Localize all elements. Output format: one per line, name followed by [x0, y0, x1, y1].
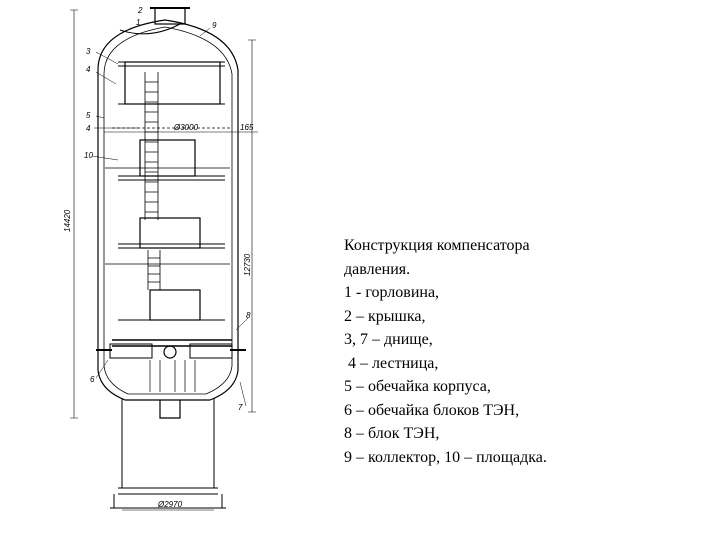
heater-blocks	[96, 343, 246, 359]
dim-wall-offset: 165	[240, 123, 254, 132]
support-skirt	[110, 398, 226, 509]
callout-4-upper: 4	[86, 65, 91, 74]
caption: Конструкция компенсатора давления. 1 - г…	[344, 234, 704, 469]
dim-vessel-height: 12730	[243, 253, 252, 276]
callout-5: 5	[86, 111, 91, 120]
pressurizer-drawing: 2 1 9 3 4 5 4 10 8 6 7 Ø3000 165 14420 1…	[63, 6, 258, 511]
vessel-shell	[97, 19, 239, 401]
dim-total-height: 14420	[63, 209, 72, 232]
dim-diameter-inner: Ø3000	[173, 123, 199, 132]
callout-9: 9	[212, 21, 217, 30]
caption-item-8: 8 – блок ТЭН,	[344, 425, 440, 442]
caption-item-4: 4 – лестница,	[344, 354, 439, 372]
callout-3: 3	[86, 47, 91, 56]
collector	[119, 23, 181, 35]
callout-10: 10	[84, 151, 93, 160]
callout-8: 8	[246, 311, 251, 320]
ladder	[144, 72, 161, 290]
callout-1: 1	[136, 18, 140, 27]
caption-item-5: 5 – обечайка корпуса,	[344, 378, 491, 395]
neck	[154, 7, 186, 25]
caption-item-1: 1 - горловина,	[344, 284, 440, 301]
dim-support-diameter: Ø2970	[157, 500, 183, 509]
callout-2: 2	[137, 6, 143, 15]
callout-4-lower: 4	[86, 124, 91, 133]
callout-6: 6	[90, 375, 95, 384]
caption-item-2: 2 – крышка,	[344, 307, 426, 325]
caption-item-9-10: 9 – коллектор, 10 – площадка.	[344, 448, 547, 466]
vessel-shell-inner	[103, 26, 233, 395]
caption-title-line-2: давления.	[344, 260, 411, 278]
caption-title-line-1: Конструкция компенсатора	[344, 237, 530, 254]
caption-item-3-7: 3, 7 – днище,	[344, 331, 433, 348]
callout-7: 7	[238, 403, 243, 412]
caption-item-6: 6 – обечайка блоков ТЭН,	[344, 401, 520, 419]
